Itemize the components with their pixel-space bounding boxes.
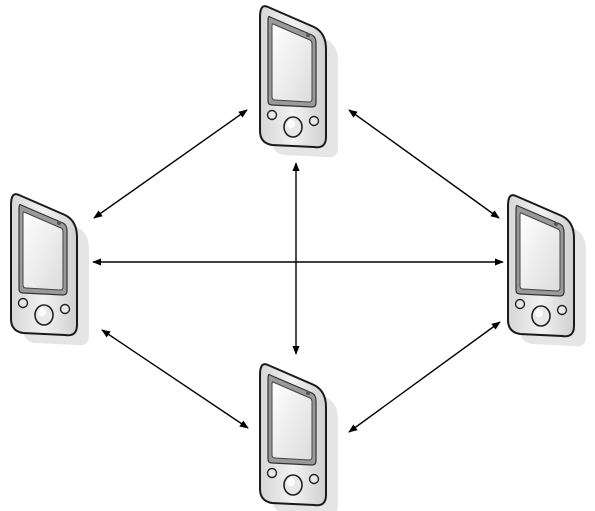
- pda-device-icon: [507, 194, 587, 348]
- pda-device-icon: [259, 5, 339, 159]
- link-right-bottom: [348, 321, 501, 433]
- link-top-right: [348, 109, 500, 219]
- link-left-bottom: [101, 329, 249, 429]
- pda-device-icon: [10, 193, 90, 347]
- connections: [92, 109, 504, 433]
- pda-device-icon: [259, 363, 339, 511]
- link-top-left: [93, 109, 248, 219]
